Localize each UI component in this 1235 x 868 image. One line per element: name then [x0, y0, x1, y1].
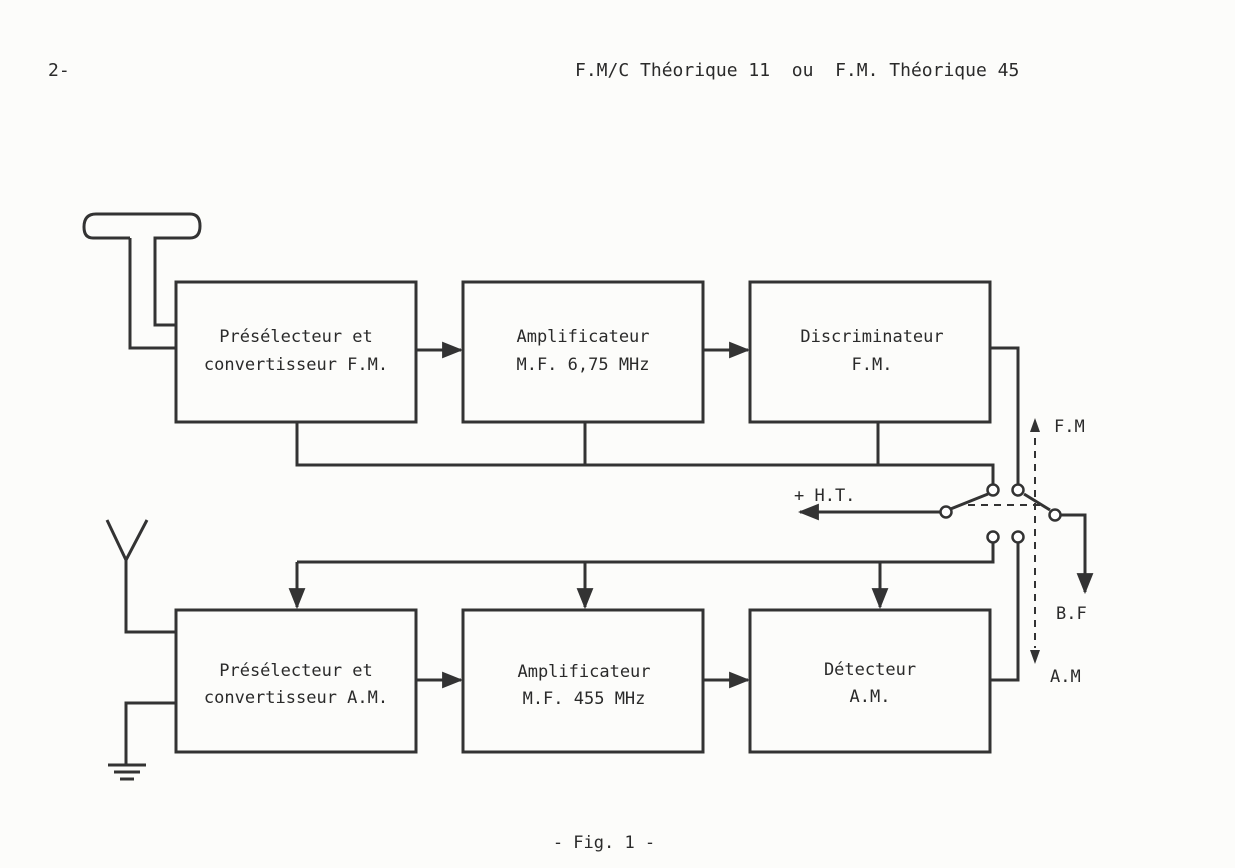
fm-discriminator-block [748, 280, 992, 424]
fm-if-amplifier-block [461, 280, 705, 424]
fm-if-amplifier-label-2: M.F. 6,75 MHz [516, 355, 649, 375]
am-if-amplifier-label-2: M.F. 455 MHz [523, 689, 646, 709]
fm-discriminator-output [990, 346, 1020, 486]
switch-contact [986, 483, 1000, 497]
am-preselector-label-2: convertisseur A.M. [204, 688, 388, 708]
fm-position-arrow [1030, 418, 1040, 432]
ground-symbol [108, 701, 176, 781]
am-detector-output [990, 543, 1020, 682]
am-preselector-block [174, 608, 418, 754]
am-detector-label-2: A.M. [850, 687, 891, 707]
fm-preselector-block [174, 280, 418, 424]
bf-output-label: B.F [1056, 604, 1087, 624]
fm-if-amplifier-label-1: Amplificateur [516, 327, 649, 347]
switch-contact [1011, 530, 1025, 544]
am-antenna [105, 519, 176, 634]
bf-output-line [1060, 513, 1087, 590]
fm-ht-bus [295, 422, 995, 486]
switch-contact [986, 530, 1000, 544]
am-ht-bus [297, 543, 995, 564]
fm-discriminator-label-1: Discriminateur [800, 327, 943, 347]
bf-switch-blade [1023, 492, 1051, 512]
page-header-title: F.M/C Théorique 11 ou F.M. Théorique 45 [575, 60, 1020, 81]
switch-contact [1011, 483, 1025, 497]
am-if-amplifier-label-1: Amplificateur [517, 662, 650, 682]
am-detector-block [748, 608, 992, 754]
am-position-label: A.M [1050, 667, 1081, 687]
switch-contact [1048, 508, 1062, 522]
fm-loop-antenna [82, 212, 202, 350]
page-number: 2- [48, 60, 70, 81]
fm-preselector-label-1: Présélecteur et [219, 327, 373, 347]
am-detector-label-1: Détecteur [824, 660, 916, 680]
ht-label: + H.T. [794, 486, 855, 506]
fm-position-label: F.M [1054, 417, 1085, 437]
figure-caption: - Fig. 1 - [553, 833, 655, 853]
ht-switch-blade [947, 492, 989, 512]
am-position-arrow [1030, 650, 1040, 664]
fm-preselector-label-2: convertisseur F.M. [204, 355, 388, 375]
switch-contact [939, 505, 953, 519]
fm-discriminator-label-2: F.M. [852, 355, 893, 375]
am-preselector-label-1: Présélecteur et [219, 661, 373, 681]
